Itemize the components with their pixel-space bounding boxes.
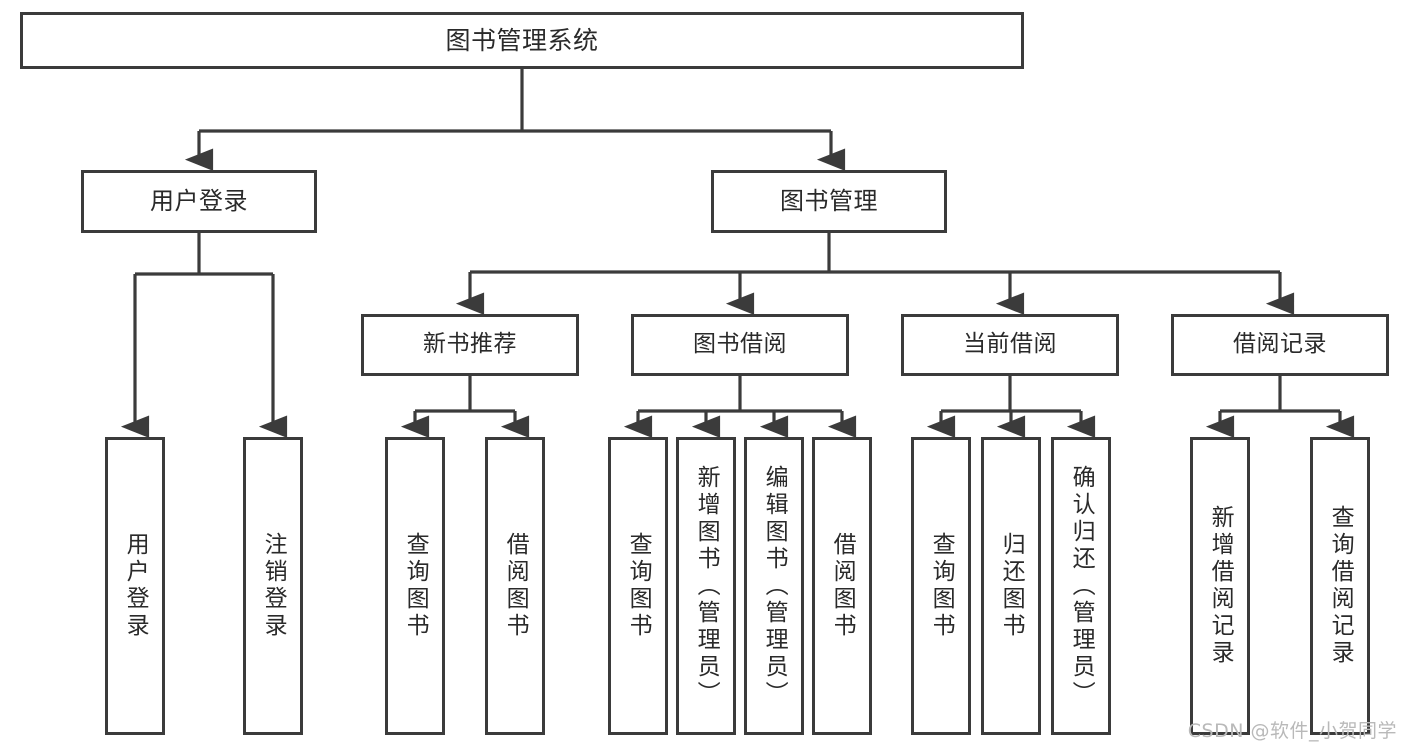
node-leaf-query-book-1[interactable]: 查询图书 — [385, 437, 445, 735]
node-root-label: 图书管理系统 — [445, 25, 599, 55]
node-leaf-add-record-label: 新增借阅记录 — [1207, 505, 1234, 667]
node-current-borrow[interactable]: 当前借阅 — [901, 314, 1119, 376]
node-book-borrow[interactable]: 图书借阅 — [631, 314, 849, 376]
node-book-manage[interactable]: 图书管理 — [711, 170, 947, 233]
node-book-manage-label: 图书管理 — [780, 187, 878, 216]
node-leaf-return-book[interactable]: 归还图书 — [981, 437, 1041, 735]
node-book-borrow-label: 图书借阅 — [693, 331, 787, 358]
node-borrow-record-label: 借阅记录 — [1233, 331, 1327, 358]
node-leaf-add-book-label: 新增图书（管理员） — [693, 464, 720, 708]
node-leaf-borrow-book-1[interactable]: 借阅图书 — [485, 437, 545, 735]
node-leaf-user-logout-label: 注销登录 — [260, 532, 287, 640]
node-leaf-query-book-2-label: 查询图书 — [625, 532, 652, 640]
node-leaf-query-book-1-label: 查询图书 — [402, 532, 429, 640]
node-leaf-borrow-book-1-label: 借阅图书 — [502, 532, 529, 640]
node-root[interactable]: 图书管理系统 — [20, 12, 1024, 69]
node-leaf-edit-book[interactable]: 编辑图书（管理员） — [744, 437, 804, 735]
node-leaf-borrow-book-2-label: 借阅图书 — [829, 532, 856, 640]
node-leaf-edit-book-label: 编辑图书（管理员） — [761, 464, 788, 708]
node-user-login-label: 用户登录 — [150, 187, 248, 216]
node-leaf-query-record[interactable]: 查询借阅记录 — [1310, 437, 1370, 735]
node-leaf-user-login-label: 用户登录 — [122, 532, 149, 640]
node-leaf-query-book-3-label: 查询图书 — [928, 532, 955, 640]
node-new-book-recommend-label: 新书推荐 — [423, 331, 517, 358]
node-borrow-record[interactable]: 借阅记录 — [1171, 314, 1389, 376]
node-leaf-query-record-label: 查询借阅记录 — [1327, 505, 1354, 667]
node-user-login[interactable]: 用户登录 — [81, 170, 317, 233]
node-leaf-add-book[interactable]: 新增图书（管理员） — [676, 437, 736, 735]
node-leaf-user-login[interactable]: 用户登录 — [105, 437, 165, 735]
node-leaf-query-book-3[interactable]: 查询图书 — [911, 437, 971, 735]
node-leaf-return-book-label: 归还图书 — [998, 532, 1025, 640]
node-leaf-query-book-2[interactable]: 查询图书 — [608, 437, 668, 735]
node-new-book-recommend[interactable]: 新书推荐 — [361, 314, 579, 376]
node-leaf-confirm-return-label: 确认归还（管理员） — [1068, 464, 1095, 708]
node-leaf-confirm-return[interactable]: 确认归还（管理员） — [1051, 437, 1111, 735]
node-current-borrow-label: 当前借阅 — [963, 331, 1057, 358]
node-leaf-user-logout[interactable]: 注销登录 — [243, 437, 303, 735]
node-leaf-borrow-book-2[interactable]: 借阅图书 — [812, 437, 872, 735]
node-leaf-add-record[interactable]: 新增借阅记录 — [1190, 437, 1250, 735]
